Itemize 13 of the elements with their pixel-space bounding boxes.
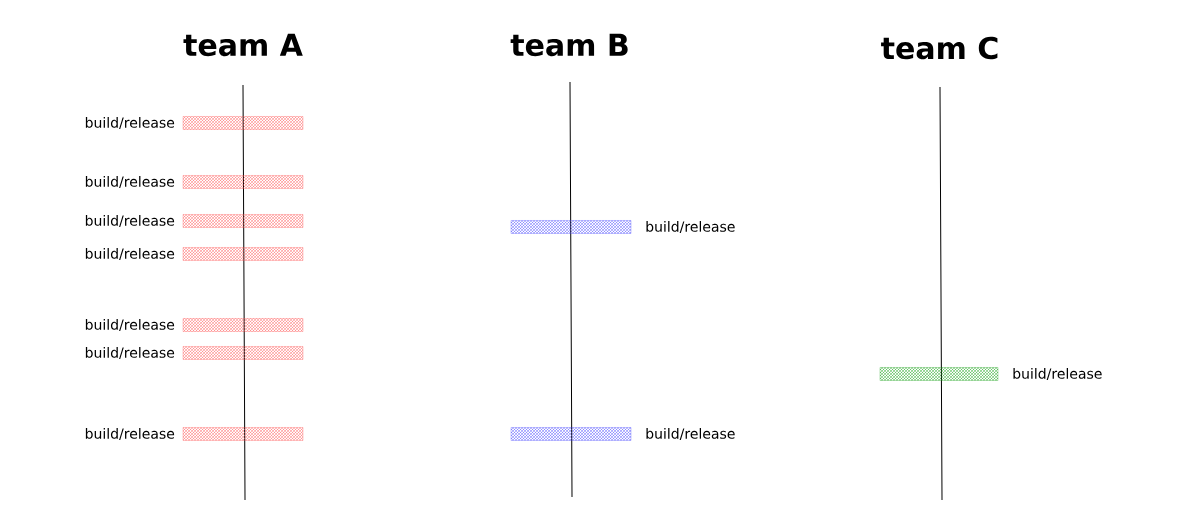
bar-label: build/release [85,215,175,227]
timeline: team A [183,33,303,501]
bar-label: build/release [646,221,735,233]
timeline: team C [881,36,998,501]
bar-label: build/release [85,248,175,260]
bar-label: build/release [85,428,175,440]
bar-label: build/release [85,117,175,129]
bar-label: build/release [85,176,175,188]
bar-label: build/release [85,347,175,359]
timeline: team B [510,33,628,498]
bar-label: build/release [646,428,735,440]
bar-label: build/release [85,319,175,331]
bar-label: build/release [1013,368,1102,380]
